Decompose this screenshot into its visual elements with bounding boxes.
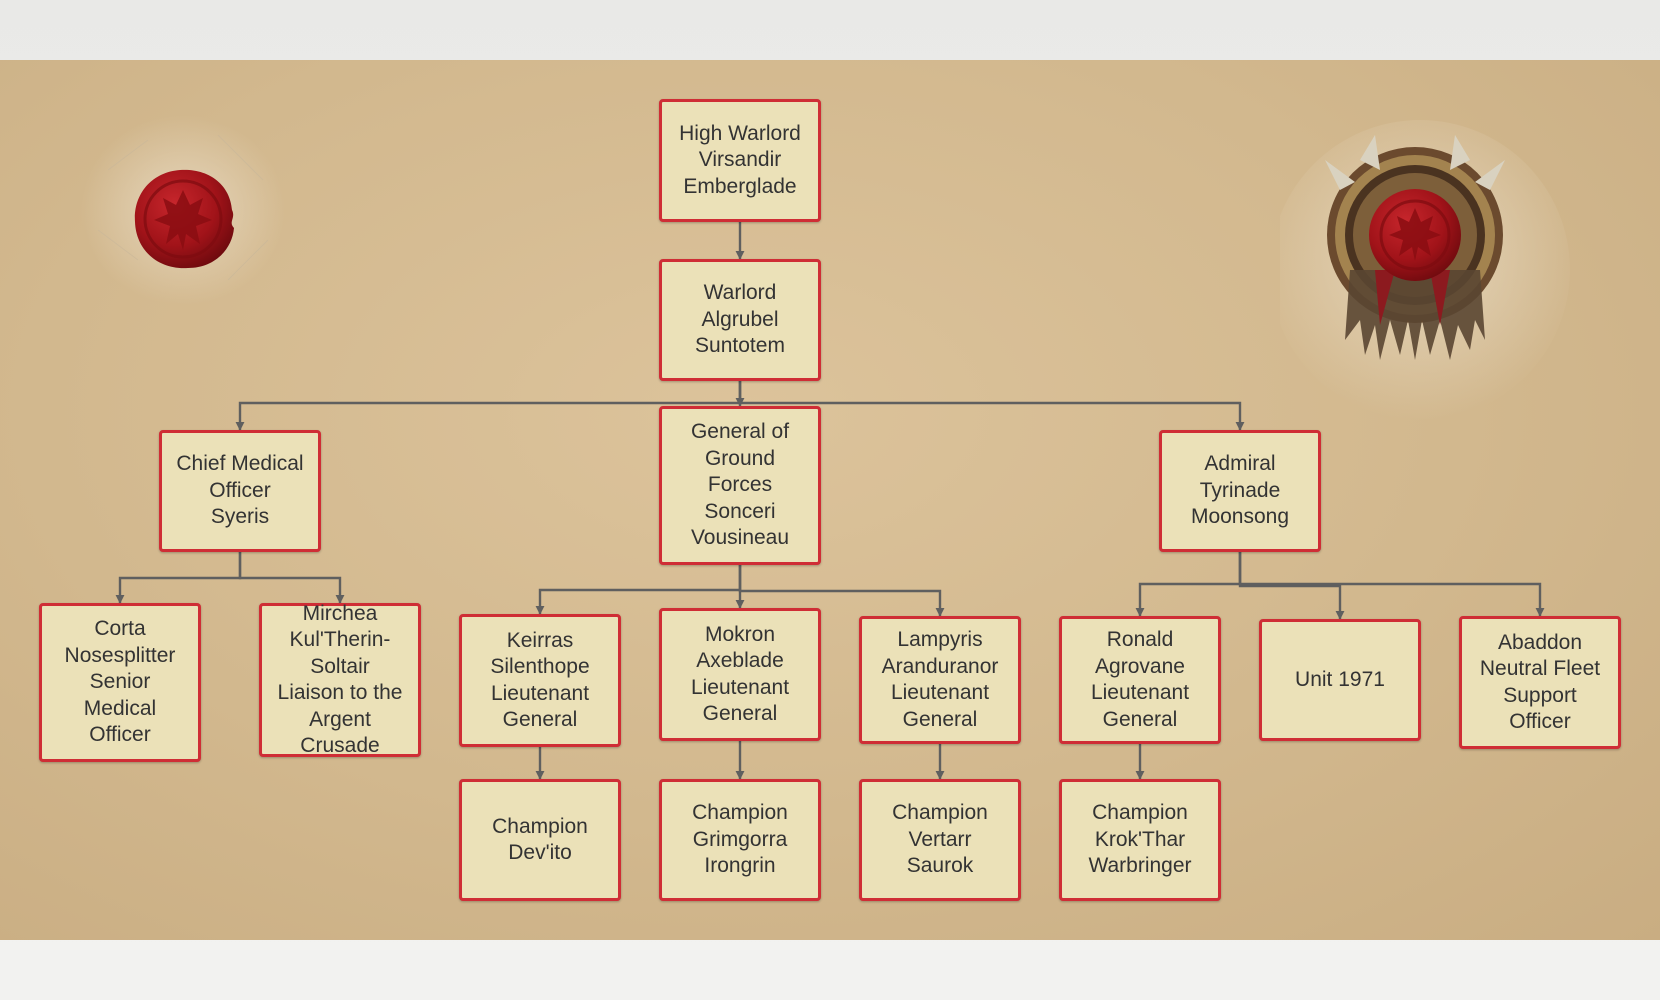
node-champion-devito[interactable]: Champion Dev'ito bbox=[459, 779, 621, 901]
node-general-ground-forces[interactable]: General of Ground Forces Sonceri Vousine… bbox=[659, 406, 821, 565]
connector-admiral-to-abaddon bbox=[1238, 552, 1545, 617]
node-champion-vertarr[interactable]: Champion Vertarr Saurok bbox=[859, 779, 1021, 901]
node-lampyris[interactable]: Lampyris Aranduranor Lieutenant General bbox=[859, 616, 1021, 744]
connector-admiral-to-ronald bbox=[1135, 552, 1242, 617]
horde-emblem-shield-icon bbox=[1270, 120, 1580, 430]
connector-general_ground-to-keirras bbox=[535, 565, 742, 615]
node-admiral[interactable]: Admiral Tyrinade Moonsong bbox=[1159, 430, 1321, 552]
node-warlord[interactable]: Warlord Algrubel Suntotem bbox=[659, 259, 821, 381]
connector-admiral-to-unit1971 bbox=[1238, 552, 1345, 620]
node-high-warlord[interactable]: High Warlord Virsandir Emberglade bbox=[659, 99, 821, 222]
horde-wax-seal-icon bbox=[78, 110, 288, 310]
node-chief-medical-officer[interactable]: Chief Medical Officer Syeris bbox=[159, 430, 321, 552]
node-ronald[interactable]: Ronald Agrovane Lieutenant General bbox=[1059, 616, 1221, 744]
node-keirras[interactable]: Keirras Silenthope Lieutenant General bbox=[459, 614, 621, 747]
node-champion-krokthar[interactable]: Champion Krok'Thar Warbringer bbox=[1059, 779, 1221, 901]
connector-general_ground-to-lampyris bbox=[738, 565, 945, 617]
node-abaddon[interactable]: Abaddon Neutral Fleet Support Officer bbox=[1459, 616, 1621, 749]
node-unit-1971[interactable]: Unit 1971 bbox=[1259, 619, 1421, 741]
node-champion-grimgorra[interactable]: Champion Grimgorra Irongrin bbox=[659, 779, 821, 901]
connector-chief_medical-to-mirchea bbox=[238, 552, 345, 604]
connector-chief_medical-to-corta bbox=[115, 552, 242, 604]
node-mokron[interactable]: Mokron Axeblade Lieutenant General bbox=[659, 608, 821, 741]
connector-warlord-to-admiral bbox=[738, 381, 1245, 431]
node-mirchea[interactable]: Mirchea Kul'Therin-Soltair Liaison to th… bbox=[259, 602, 421, 757]
node-corta[interactable]: Corta Nosesplitter Senior Medical Office… bbox=[39, 603, 201, 762]
